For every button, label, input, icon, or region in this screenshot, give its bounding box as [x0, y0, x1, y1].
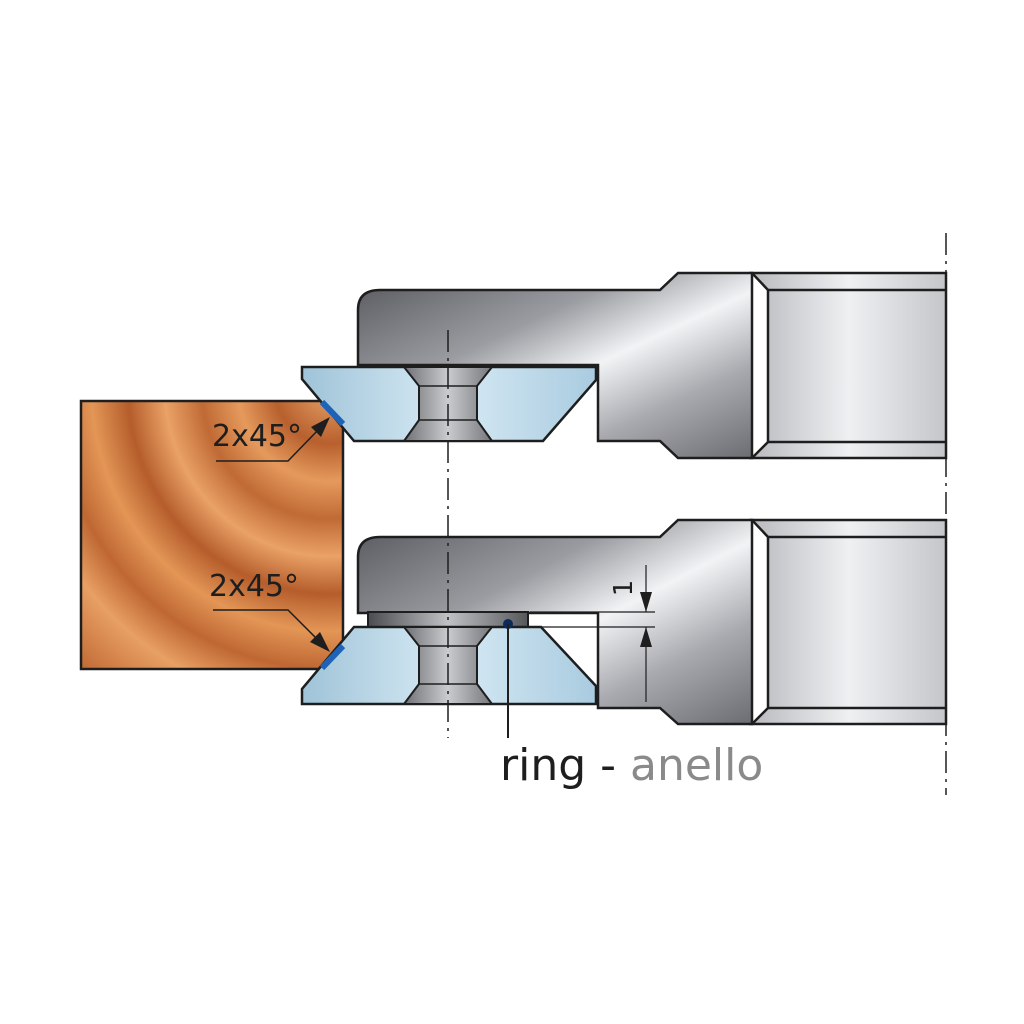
lower-cutter-body	[356, 518, 754, 726]
upper-chamfer-label: 2x45°	[212, 419, 302, 454]
upper-cutter-body	[356, 271, 754, 460]
lower-cutting-edge	[319, 643, 346, 671]
upper-shank	[748, 271, 948, 460]
dimension-value: 1	[609, 580, 639, 597]
ring-label: ring - anello	[500, 740, 763, 791]
ring-label-en: ring	[500, 740, 586, 791]
upper-cutting-edge	[319, 399, 346, 427]
lower-shank	[748, 518, 948, 726]
wood-workpiece	[79, 399, 345, 671]
ring-label-it: anello	[630, 740, 763, 791]
ring-label-separator: -	[586, 740, 630, 791]
lower-chamfer-label: 2x45°	[209, 569, 299, 604]
